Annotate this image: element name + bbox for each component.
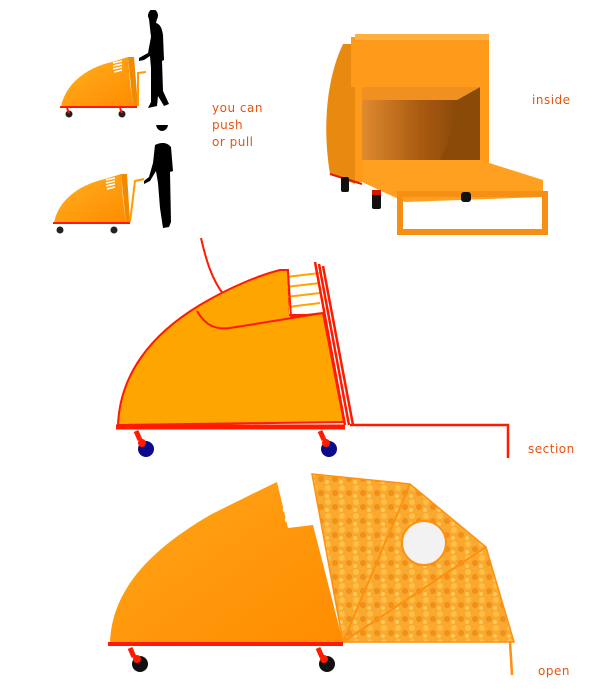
caption-line-2: push	[212, 118, 244, 132]
cart-section-figure	[110, 235, 520, 465]
cart-inside-figure	[315, 32, 555, 237]
inside-caption: inside	[532, 93, 571, 107]
section-caption: section	[528, 442, 575, 456]
cart-pull-figure	[50, 125, 190, 235]
cart-push-figure	[50, 10, 190, 120]
push-pull-caption: you can push or pull	[212, 100, 263, 151]
cart-open-figure	[100, 470, 520, 690]
caption-line-1: you can	[212, 101, 263, 115]
open-caption: open	[538, 664, 570, 678]
caption-line-3: or pull	[212, 135, 254, 149]
